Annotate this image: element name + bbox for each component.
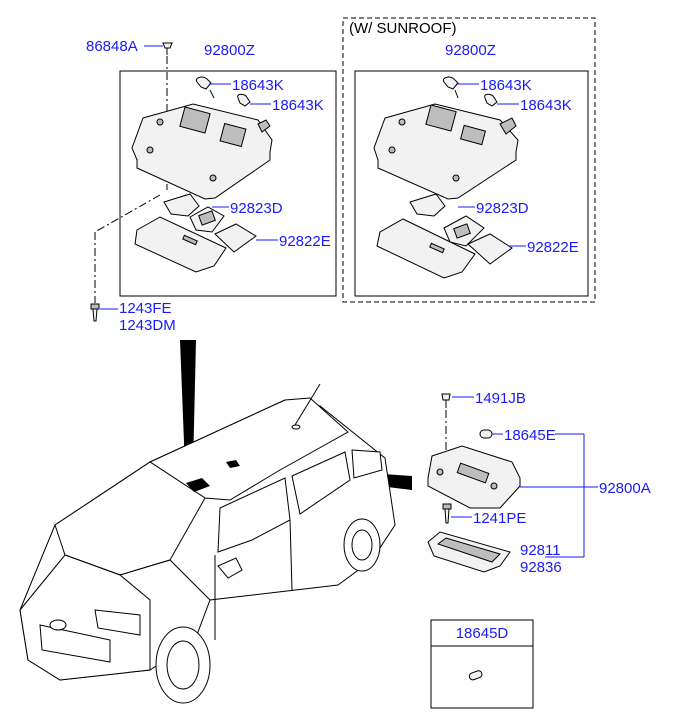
label-18643K-left-b[interactable]: 18643K (272, 97, 324, 114)
label-18643K-sunroof-a[interactable]: 18643K (480, 77, 532, 94)
bulb-icon (195, 76, 215, 99)
label-92823D-sunroof[interactable]: 92823D (476, 200, 529, 217)
left-group-frame (119, 70, 337, 297)
label-1243FE[interactable]: 1243FE (119, 300, 172, 317)
label-92823D-left[interactable]: 92823D (230, 200, 283, 217)
sunroof-dashed-frame (342, 17, 596, 303)
label-18645D[interactable]: 18645D (456, 625, 509, 642)
label-92800Z-left[interactable]: 92800Z (204, 42, 255, 59)
label-1241PE[interactable]: 1241PE (473, 510, 526, 527)
bulb-icon (442, 76, 459, 99)
lamp-lens (409, 193, 485, 247)
lamp-cover (376, 218, 513, 279)
label-86848A[interactable]: 86848A (86, 38, 138, 55)
label-92800A[interactable]: 92800A (599, 480, 651, 497)
clip-icon (162, 42, 173, 55)
sunroof-header: (W/ SUNROOF) (349, 20, 456, 37)
label-92811[interactable]: 92811 (520, 542, 561, 559)
lamp-lens (163, 193, 225, 233)
lamp-lens (427, 531, 511, 573)
sunroof-lamp-group: (W/ SUNROOF) 92800Z 18643K 18643K (342, 17, 596, 303)
label-18645E[interactable]: 18645E (504, 427, 556, 444)
label-1243DM[interactable]: 1243DM (119, 317, 176, 334)
label-92822E-sunroof[interactable]: 92822E (527, 239, 579, 256)
rear-lamp-group: 1491JB 18645E 92800A 1241PE 92811 (427, 390, 651, 576)
bulb-icon (237, 93, 251, 107)
lamp-cover (134, 216, 257, 273)
lamp-housing (373, 103, 519, 200)
label-1491JB[interactable]: 1491JB (475, 390, 526, 407)
clip-icon (441, 393, 451, 408)
label-92822E-left[interactable]: 92822E (279, 233, 331, 250)
label-92800Z-sunroof[interactable]: 92800Z (445, 42, 496, 59)
sunroof-group-frame (354, 70, 589, 297)
label-92836[interactable]: 92836 (520, 559, 562, 576)
lamp-housing (427, 445, 521, 509)
screw-icon (442, 503, 452, 524)
left-lamp-group: 86848A 92800Z 18643K 18643K (86, 38, 337, 334)
lamp-housing (131, 103, 273, 200)
inset-18645D: 18645D (430, 619, 534, 709)
bulb-icon (468, 670, 483, 681)
bulb-icon (479, 429, 493, 439)
vehicle-illustration (19, 340, 412, 704)
label-18643K-left-a[interactable]: 18643K (232, 77, 284, 94)
screw-icon (90, 303, 100, 322)
pointer-to-front-lamp (180, 340, 196, 468)
label-18643K-sunroof-b[interactable]: 18643K (520, 97, 572, 114)
bulb-icon (484, 93, 498, 107)
